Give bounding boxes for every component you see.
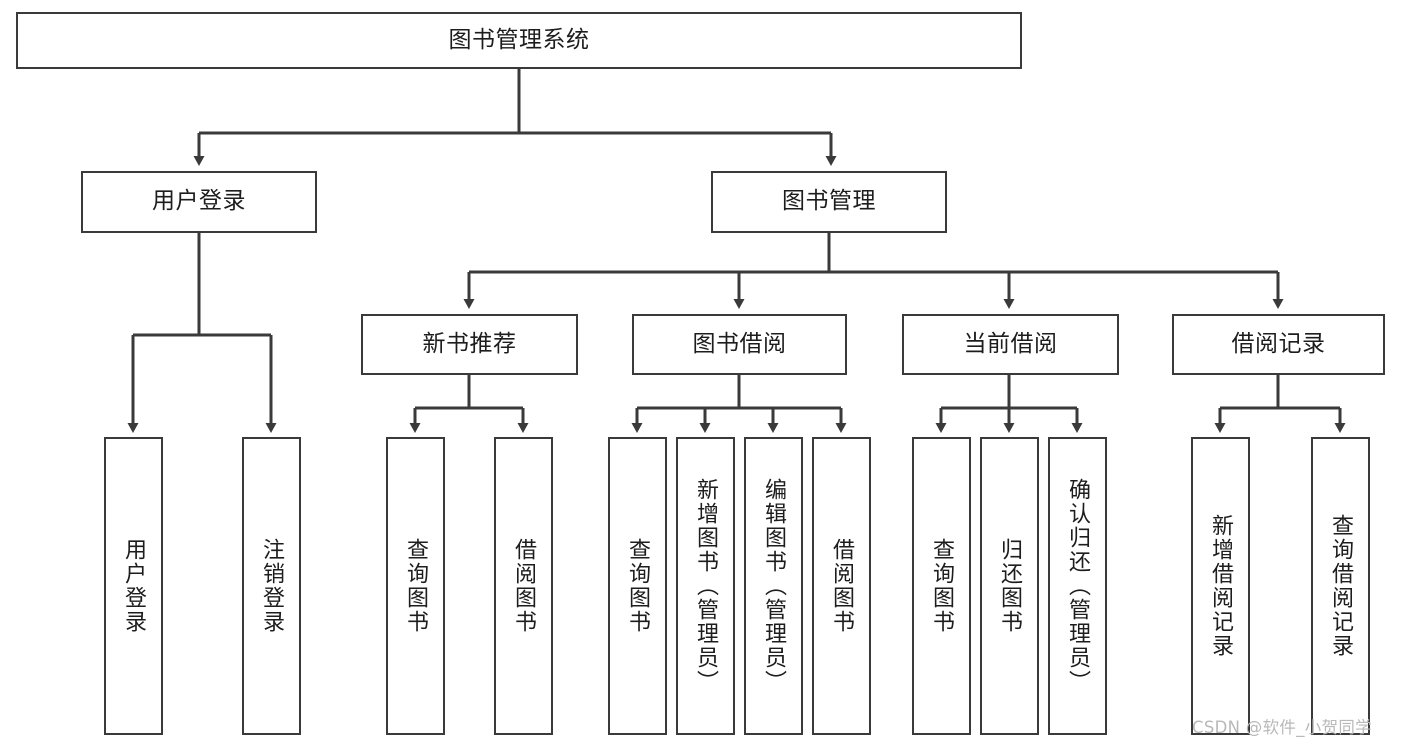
node-borrow-record[interactable]: 借阅记录 [1172, 314, 1385, 375]
node-leaf-borrow-book-label: 借阅图书 [829, 538, 855, 634]
node-leaf-borrow-book-rec-label: 借阅图书 [511, 538, 537, 634]
node-user-login[interactable]: 用户登录 [81, 171, 317, 233]
node-leaf-logout-login-label: 注销登录 [259, 538, 285, 634]
node-root-label: 图书管理系统 [448, 26, 590, 53]
node-new-book-recommend-label: 新书推荐 [422, 330, 517, 357]
node-book-borrow[interactable]: 图书借阅 [632, 314, 847, 375]
node-leaf-return-book[interactable]: 归还图书 [980, 437, 1039, 735]
node-leaf-add-borrow-record[interactable]: 新增借阅记录 [1191, 437, 1250, 735]
node-root[interactable]: 图书管理系统 [16, 12, 1022, 69]
node-leaf-add-borrow-record-label: 新增借阅记录 [1208, 514, 1234, 658]
node-leaf-query-book-current-label: 查询图书 [929, 538, 955, 634]
node-leaf-query-book-borrow-label: 查询图书 [625, 538, 651, 634]
node-leaf-user-login[interactable]: 用户登录 [104, 437, 163, 735]
node-current-borrow[interactable]: 当前借阅 [902, 314, 1119, 375]
node-leaf-confirm-return-admin[interactable]: 确认归还（管理员） [1048, 437, 1107, 735]
node-current-borrow-label: 当前借阅 [963, 330, 1058, 357]
node-leaf-add-book-admin-label: 新增图书（管理员） [693, 478, 719, 694]
node-leaf-add-book-admin[interactable]: 新增图书（管理员） [676, 437, 735, 735]
node-leaf-query-borrow-record-label: 查询借阅记录 [1328, 514, 1354, 658]
node-book-borrow-label: 图书借阅 [692, 330, 787, 357]
node-leaf-user-login-label: 用户登录 [121, 538, 147, 634]
node-new-book-recommend[interactable]: 新书推荐 [361, 314, 578, 375]
node-leaf-logout-login[interactable]: 注销登录 [242, 437, 301, 735]
node-leaf-edit-book-admin-label: 编辑图书（管理员） [761, 478, 787, 694]
node-leaf-return-book-label: 归还图书 [997, 538, 1023, 634]
node-leaf-query-book-current[interactable]: 查询图书 [912, 437, 971, 735]
node-borrow-record-label: 借阅记录 [1231, 330, 1326, 357]
node-book-manage-label: 图书管理 [782, 188, 876, 215]
node-book-manage[interactable]: 图书管理 [711, 171, 947, 233]
node-leaf-borrow-book[interactable]: 借阅图书 [812, 437, 871, 735]
node-leaf-query-book-borrow[interactable]: 查询图书 [608, 437, 667, 735]
node-user-login-label: 用户登录 [152, 188, 246, 215]
node-leaf-query-book-rec-label: 查询图书 [403, 538, 429, 634]
node-leaf-query-book-rec[interactable]: 查询图书 [386, 437, 445, 735]
node-leaf-query-borrow-record[interactable]: 查询借阅记录 [1311, 437, 1370, 735]
node-leaf-edit-book-admin[interactable]: 编辑图书（管理员） [744, 437, 803, 735]
node-leaf-borrow-book-rec[interactable]: 借阅图书 [494, 437, 553, 735]
node-leaf-confirm-return-admin-label: 确认归还（管理员） [1065, 478, 1091, 694]
